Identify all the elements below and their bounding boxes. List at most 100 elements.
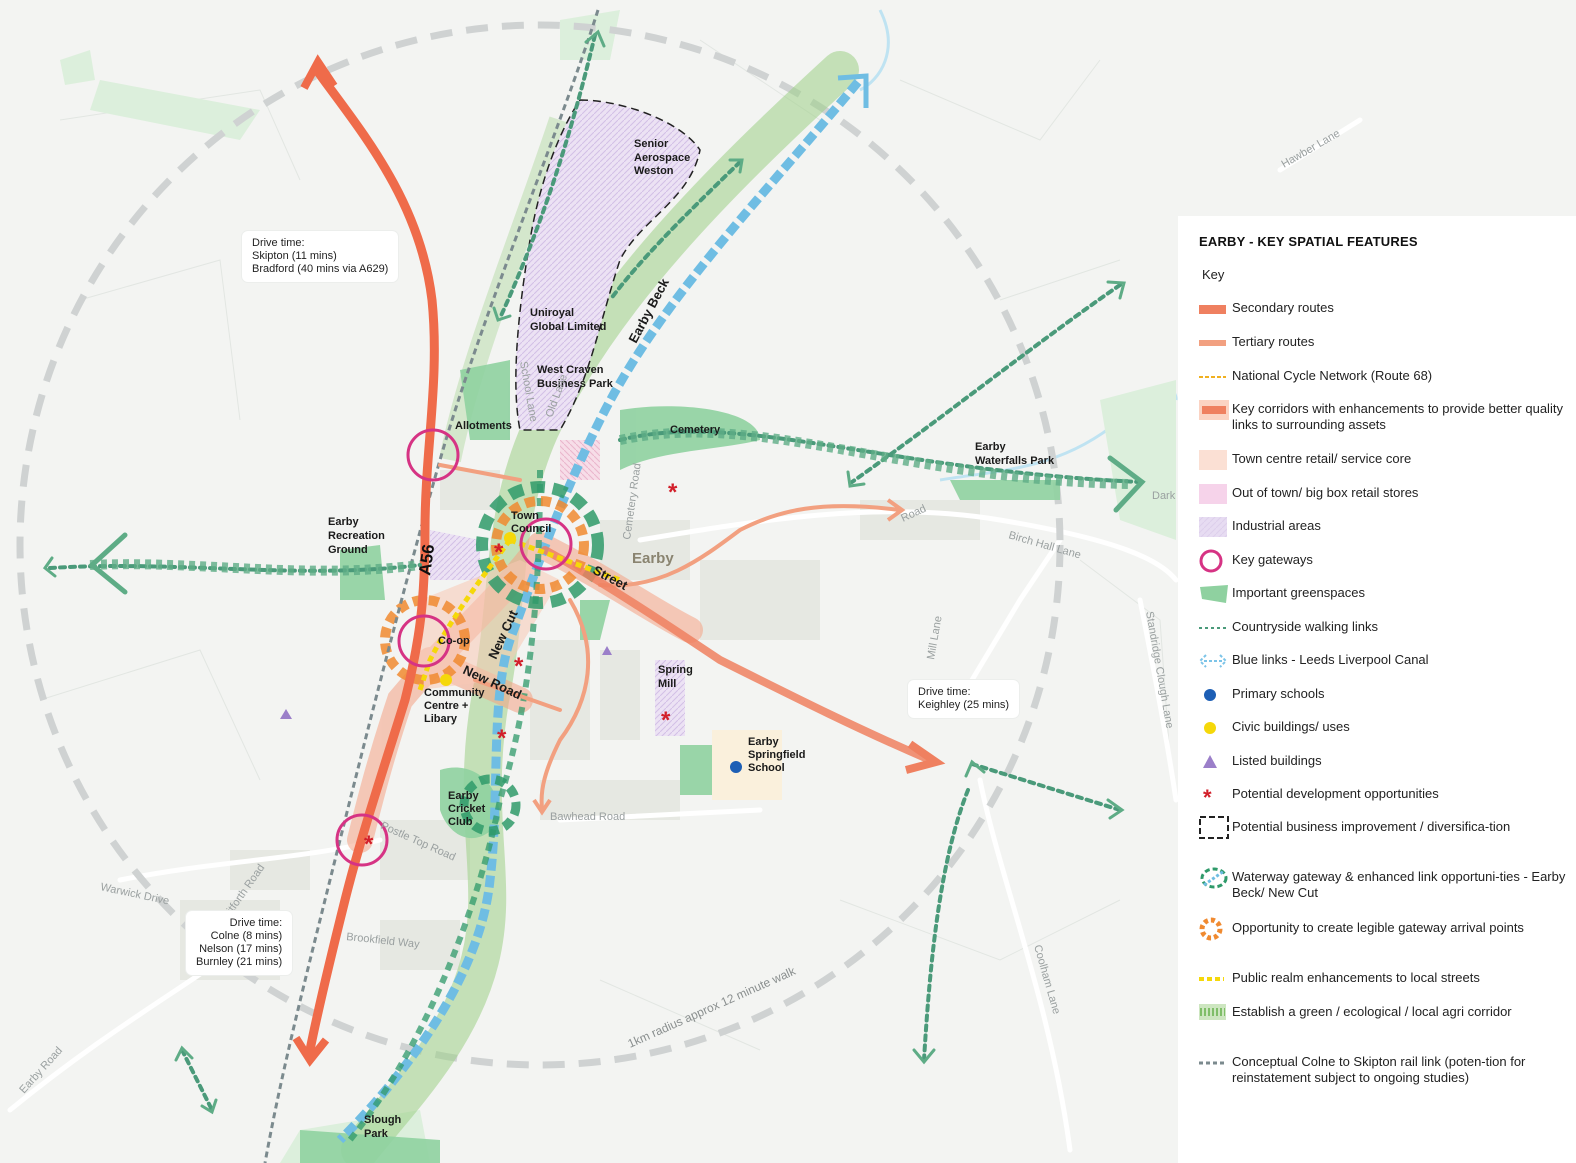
- drive-time-line: Drive time:: [229, 917, 283, 929]
- legend-label: Potential business improvement / diversi…: [1232, 819, 1511, 834]
- label-uniroyal-1: Uniroyal: [530, 307, 574, 319]
- label-springfield-2: Springfield: [748, 749, 805, 761]
- legend-item-public-realm[interactable]: Public realm enhancements to local stree…: [1198, 966, 1568, 992]
- drive-time-south: Drive time: Colne (8 mins) Nelson (17 mi…: [186, 911, 293, 975]
- school-site: [712, 730, 782, 800]
- blue-canal-link: [336, 79, 862, 1144]
- label-recreation-1: Earby: [328, 516, 359, 528]
- label-cricket-2: Cricket: [448, 803, 486, 815]
- legend-item-primary-schools[interactable]: Primary schools: [1198, 682, 1568, 708]
- civic-building-dot-icon: [1204, 722, 1216, 734]
- development-opportunities[interactable]: * * * * * *: [364, 479, 678, 858]
- legend-item-listed-buildings[interactable]: Listed buildings: [1198, 749, 1568, 775]
- svg-text:*: *: [1203, 785, 1212, 806]
- development-asterisk[interactable]: *: [668, 479, 678, 506]
- business-improvement-box-icon: [1199, 816, 1229, 839]
- label-waterfalls-2: Waterfalls Park: [975, 455, 1055, 467]
- legend-item-secondary-routes[interactable]: Secondary routes: [1198, 296, 1568, 322]
- legend-label: Civic buildings/ uses: [1232, 719, 1350, 734]
- place-labels: Senior Aerospace Weston Uniroyal Global …: [328, 138, 1055, 1140]
- label-springmill-2: Mill: [658, 678, 676, 690]
- legend-label: Potential development opportunities: [1232, 786, 1439, 801]
- key-gateway-north[interactable]: [406, 428, 460, 482]
- key-gateway-coop[interactable]: [397, 614, 451, 668]
- listed-building-triangle-icon: [1203, 755, 1217, 768]
- drive-time-line: Skipton (11 mins): [252, 250, 337, 262]
- label-cricket-1: Earby: [448, 790, 479, 802]
- legend-item-blue-links[interactable]: Blue links - Leeds Liverpool Canal: [1198, 648, 1568, 674]
- legend-item-green-corridor[interactable]: Establish a green / ecological / local a…: [1198, 1000, 1568, 1026]
- legend-item-tertiary-routes[interactable]: Tertiary routes: [1198, 330, 1568, 356]
- listed-building-east[interactable]: [602, 646, 612, 655]
- drive-time-line: Burnley (21 mins): [196, 956, 283, 968]
- label-earby: Earby: [632, 550, 674, 567]
- legend-item-civic-buildings[interactable]: Civic buildings/ uses: [1198, 715, 1568, 741]
- label-recreation-2: Recreation: [328, 530, 385, 542]
- legend-item-greenspaces[interactable]: Important greenspaces: [1198, 581, 1568, 607]
- key-gateway-town[interactable]: [519, 517, 573, 571]
- arrival-point-coop: [380, 595, 470, 685]
- development-asterisk[interactable]: *: [497, 725, 507, 752]
- legend-item-business-improvement[interactable]: Potential business improvement / diversi…: [1198, 815, 1568, 841]
- label-allotments: Allotments: [455, 420, 512, 432]
- blue-link-arrow: [837, 73, 869, 108]
- label-bawhead: Bawhead Road: [550, 811, 625, 823]
- label-springfield-3: School: [748, 762, 785, 774]
- legend-label: Industrial areas: [1232, 518, 1321, 533]
- drive-time-line: Drive time:: [918, 686, 971, 698]
- label-springmill-1: Spring: [658, 664, 693, 676]
- big-box-retail-swatch-icon: [1199, 484, 1227, 504]
- key-gateway-south[interactable]: [335, 813, 389, 867]
- legend-item-town-centre[interactable]: Town centre retail/ service core: [1198, 447, 1568, 473]
- industrial-area-west: [430, 530, 480, 580]
- development-asterisk[interactable]: *: [364, 831, 374, 858]
- waterway-gateway-town: [476, 481, 604, 609]
- civic-building-community-centre[interactable]: [440, 674, 452, 686]
- drive-time-line: Bradford (40 mins via A629): [252, 263, 389, 275]
- legend-item-big-box-retail[interactable]: Out of town/ big box retail stores: [1198, 481, 1568, 507]
- legend-label: Tertiary routes: [1232, 334, 1315, 349]
- legend-item-arrival-points[interactable]: Opportunity to create legible gateway ar…: [1198, 916, 1568, 942]
- label-coop: Co-op: [438, 635, 470, 647]
- greenspace-swatch-icon: [1200, 585, 1228, 603]
- legend-item-development[interactable]: * Potential development opportunities: [1198, 782, 1568, 808]
- arrival-point-ring-icon: [1199, 917, 1223, 941]
- label-springfield-1: Earby: [748, 736, 779, 748]
- civic-building-town-council[interactable]: [504, 532, 516, 544]
- development-asterisk[interactable]: *: [661, 707, 671, 734]
- key-gateways[interactable]: [335, 428, 573, 867]
- development-asterisk[interactable]: *: [494, 539, 504, 566]
- label-westcraven-2: Business Park: [537, 378, 614, 390]
- label-cricket-3: Club: [448, 816, 473, 828]
- legend-item-industrial[interactable]: Industrial areas: [1198, 514, 1568, 540]
- minor-roads: [7, 117, 1363, 1153]
- walking-link-arrows: [42, 29, 1146, 1115]
- legend-label: Blue links - Leeds Liverpool Canal: [1232, 652, 1429, 667]
- legend-item-key-gateways[interactable]: Key gateways: [1198, 548, 1568, 574]
- listed-building-west[interactable]: [280, 709, 292, 719]
- legend-item-walking-links[interactable]: Countryside walking links: [1198, 615, 1568, 641]
- legend-label: Out of town/ big box retail stores: [1232, 485, 1419, 500]
- key-gateway-ring-icon: [1199, 549, 1223, 573]
- label-senior-2: Aerospace: [634, 152, 690, 164]
- label-community-3: Libary: [424, 713, 458, 725]
- legend-label: Public realm enhancements to local stree…: [1232, 970, 1480, 985]
- tertiary-arrow-south: [532, 798, 552, 816]
- legend-label: Countryside walking links: [1232, 619, 1378, 634]
- rail-link: [263, 9, 600, 1163]
- legend-item-waterway-gateway[interactable]: Waterway gateway & enhanced link opportu…: [1198, 865, 1568, 901]
- legend-label: Waterway gateway & enhanced link opportu…: [1232, 869, 1566, 900]
- primary-school-springfield[interactable]: [730, 761, 742, 773]
- label-slough-1: Slough: [364, 1114, 402, 1126]
- development-asterisk[interactable]: *: [514, 653, 524, 680]
- legend-item-rail-link[interactable]: Conceptual Colne to Skipton rail link (p…: [1198, 1050, 1568, 1086]
- legend-panel: EARBY - KEY SPATIAL FEATURES Key Seconda…: [1178, 216, 1576, 1163]
- town-centre-swatch-icon: [1199, 450, 1227, 470]
- waterway-gateway-cricket: [459, 774, 521, 836]
- label-senior-3: Weston: [634, 165, 674, 177]
- waterway-gateway-ring-icon: [1200, 867, 1228, 889]
- legend-item-cycle-network[interactable]: National Cycle Network (Route 68): [1198, 364, 1568, 390]
- legend-item-key-corridors[interactable]: Key corridors with enhancements to provi…: [1198, 397, 1568, 433]
- drive-time-line: Nelson (17 mins): [199, 943, 283, 955]
- green-corridor-swatch-icon: [1199, 1004, 1226, 1020]
